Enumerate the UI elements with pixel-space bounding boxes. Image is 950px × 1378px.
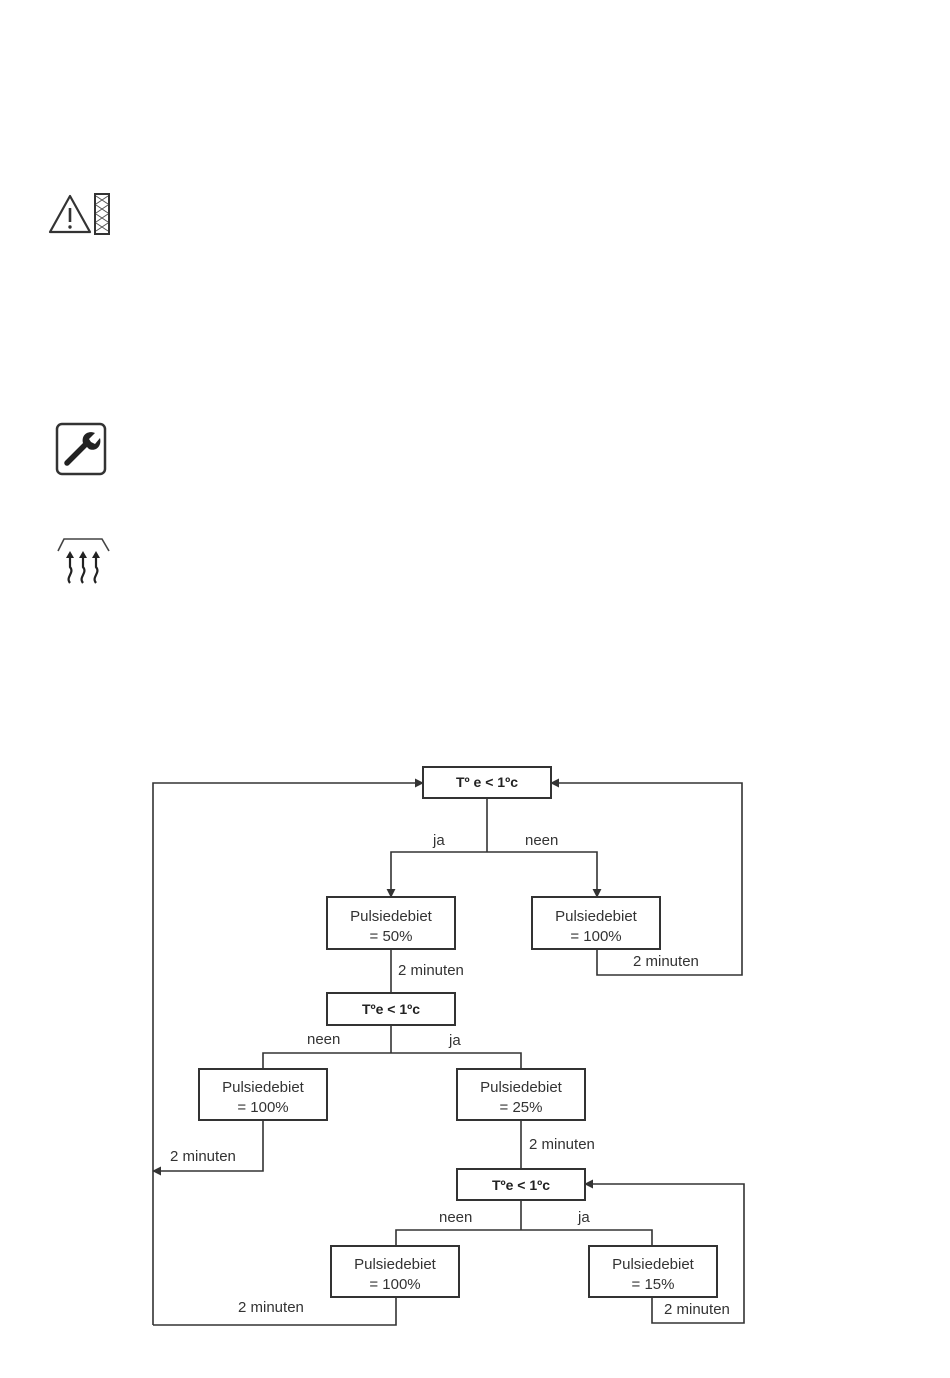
- label-c1-ja: ja: [432, 832, 445, 849]
- process-25-line1: Pulsiedebiet: [480, 1079, 563, 1096]
- condition-node-2: Tºe < 1ºc: [327, 993, 455, 1025]
- process-100c-line1: Pulsiedebiet: [354, 1256, 437, 1273]
- condition-node-3: Tºe < 1ºc: [457, 1169, 585, 1200]
- label-p100a-time: 2 minuten: [633, 953, 699, 970]
- process-50-line1: Pulsiedebiet: [350, 908, 433, 925]
- process-node-100-c: Pulsiedebiet = 100%: [331, 1246, 459, 1297]
- label-c2-ja: ja: [448, 1032, 461, 1049]
- process-node-100-a: Pulsiedebiet = 100%: [532, 897, 660, 949]
- process-100c-line2: = 100%: [369, 1276, 420, 1293]
- edge-c1-neen: [487, 852, 597, 897]
- condition-node-1: Tº e < 1ºc: [423, 767, 551, 798]
- process-node-50: Pulsiedebiet = 50%: [327, 897, 455, 949]
- edge-c3-neen: [396, 1230, 521, 1246]
- label-p25-time: 2 minuten: [529, 1136, 595, 1153]
- label-c1-neen: neen: [525, 832, 558, 849]
- process-15-line2: = 15%: [632, 1276, 675, 1293]
- condition-2-text: Tºe < 1ºc: [362, 1001, 420, 1017]
- edge-c2-neen: [263, 1053, 391, 1069]
- label-p100c-time: 2 minuten: [238, 1299, 304, 1316]
- edge-c1-ja: [391, 852, 487, 897]
- label-p50-time: 2 minuten: [398, 962, 464, 979]
- process-25-line2: = 25%: [500, 1099, 543, 1116]
- label-c3-neen: neen: [439, 1209, 472, 1226]
- edge-c2-ja: [391, 1053, 521, 1069]
- process-100b-line1: Pulsiedebiet: [222, 1079, 305, 1096]
- edges: [153, 783, 744, 1325]
- process-node-25: Pulsiedebiet = 25%: [457, 1069, 585, 1120]
- condition-1-text: Tº e < 1ºc: [456, 774, 518, 790]
- edge-left-loop: [153, 783, 423, 1325]
- label-p15-time: 2 minuten: [664, 1301, 730, 1318]
- process-15-line1: Pulsiedebiet: [612, 1256, 695, 1273]
- edge-c3-ja: [521, 1230, 652, 1246]
- process-node-100-b: Pulsiedebiet = 100%: [199, 1069, 327, 1120]
- label-c3-ja: ja: [577, 1209, 590, 1226]
- process-100a-line2: = 100%: [570, 928, 621, 945]
- condition-3-text: Tºe < 1ºc: [492, 1177, 550, 1193]
- process-50-line2: = 50%: [370, 928, 413, 945]
- label-c2-neen: neen: [307, 1031, 340, 1048]
- process-node-15: Pulsiedebiet = 15%: [589, 1246, 717, 1297]
- process-100a-line1: Pulsiedebiet: [555, 908, 638, 925]
- label-p100b-time: 2 minuten: [170, 1148, 236, 1165]
- process-100b-line2: = 100%: [237, 1099, 288, 1116]
